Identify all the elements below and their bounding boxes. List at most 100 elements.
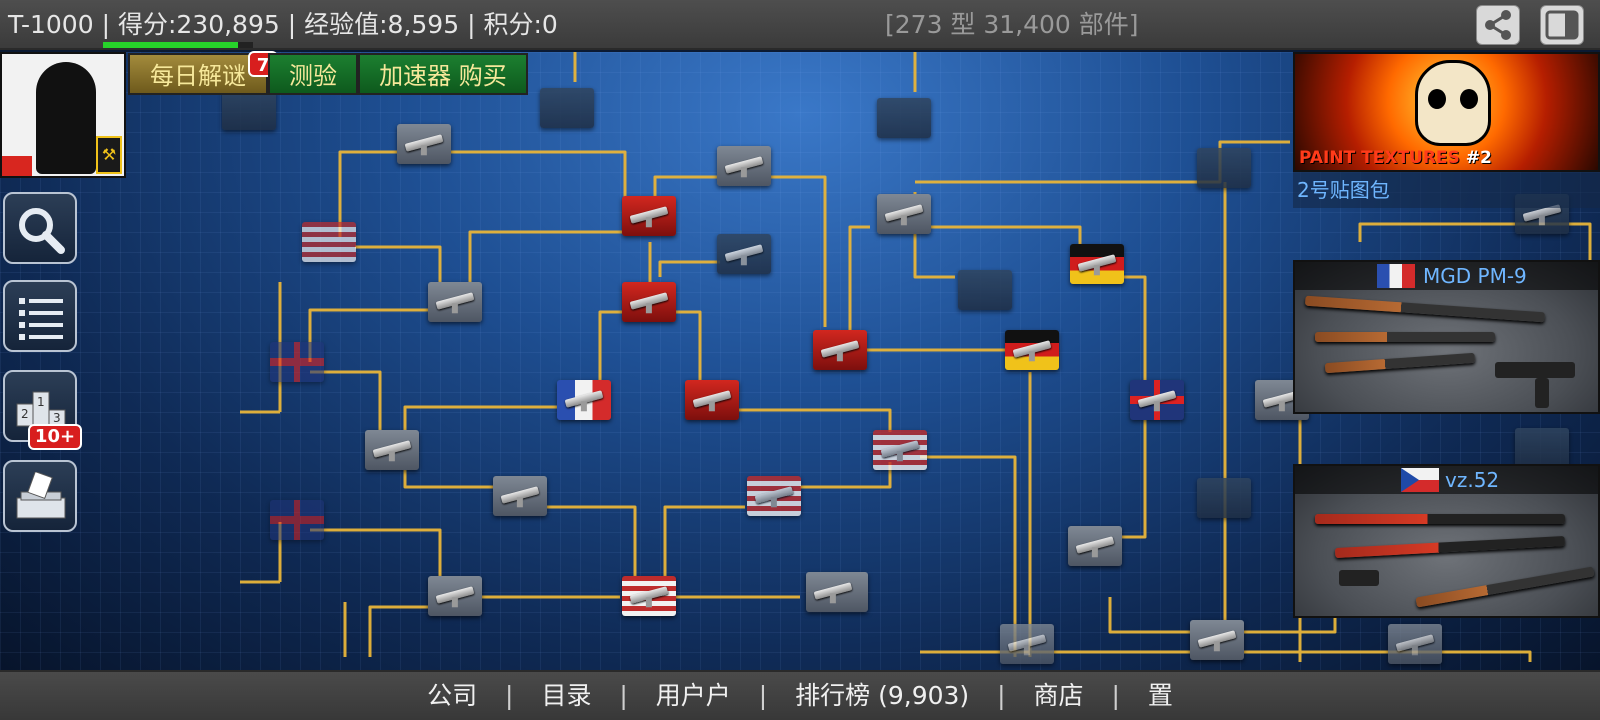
magazine-icon <box>1535 378 1549 408</box>
weapon-card-mgd-pm9[interactable]: MGD PM-9 <box>1293 260 1600 414</box>
vote-button[interactable] <box>3 460 77 532</box>
rifle-icon <box>1315 332 1495 342</box>
weapon-node-uk[interactable] <box>270 500 324 540</box>
weapon-node-locked[interactable] <box>540 88 594 128</box>
card-header <box>1295 262 1598 290</box>
svg-text:2: 2 <box>21 407 29 421</box>
weapon-node[interactable] <box>1388 624 1442 664</box>
accelerator-purchase-tab[interactable]: 加速器 购买 <box>358 53 528 95</box>
weapon-node-locked[interactable] <box>1197 148 1251 188</box>
nav-catalog[interactable]: 目录 <box>541 681 592 710</box>
weapon-node[interactable] <box>428 282 482 322</box>
rifle-icon <box>1075 536 1115 554</box>
weapon-node[interactable] <box>365 430 419 470</box>
rank-insignia-icon: ⚒ <box>96 136 122 174</box>
nav-users[interactable]: 用户户 <box>655 681 731 710</box>
search-icon <box>19 208 65 254</box>
nav-settings[interactable]: 置 <box>1147 681 1173 710</box>
rifle-icon <box>629 206 669 224</box>
weapon-node-france[interactable] <box>557 380 611 420</box>
list-button[interactable] <box>3 280 77 352</box>
weapon-node-germany[interactable] <box>1005 330 1059 370</box>
quiz-tab[interactable]: 测验 <box>268 53 358 95</box>
experience-progress-bar <box>103 42 253 48</box>
weapon-node-locked[interactable] <box>958 270 1012 310</box>
weapon-node[interactable] <box>428 576 482 616</box>
rifle-icon <box>724 244 764 262</box>
rifle-icon <box>435 292 475 310</box>
weapon-node-uk[interactable] <box>270 342 324 382</box>
leaderboard-badge: 10+ <box>28 424 82 450</box>
weapon-node[interactable] <box>493 476 547 516</box>
nav-leaderboard[interactable]: 排行榜 (9,903) <box>795 681 970 710</box>
weapon-node[interactable] <box>877 194 931 234</box>
top-status-bar: T-1000 | 得分:230,895 | 经验值:8,595 | 积分:0 [… <box>0 0 1600 50</box>
nav-shop[interactable]: 商店 <box>1033 681 1084 710</box>
weapon-node-ussr[interactable] <box>813 330 867 370</box>
rifle-icon <box>1077 254 1117 272</box>
weapon-node[interactable] <box>397 124 451 164</box>
china-flag-icon <box>2 156 32 176</box>
paint-textures-promo[interactable]: PAINT TEXTURES #2 <box>1293 52 1600 172</box>
rifle-icon <box>1334 535 1566 559</box>
daily-puzzle-label: 每日解谜 <box>150 62 246 90</box>
list-icon <box>19 298 63 340</box>
podium-icon: 213 <box>16 391 66 427</box>
weapon-node-locked[interactable] <box>1197 478 1251 518</box>
weapon-node[interactable] <box>1000 624 1054 664</box>
rifle-icon <box>629 292 669 310</box>
weapon-node-germany[interactable] <box>1070 244 1124 284</box>
nav-separator: | <box>997 681 1006 710</box>
weapon-node-ussr[interactable] <box>622 196 676 236</box>
weapon-node-usa[interactable] <box>747 476 801 516</box>
ballot-box-icon <box>16 472 66 519</box>
weapon-node-usa[interactable] <box>622 576 676 616</box>
rifle-icon <box>1007 634 1047 652</box>
weapon-node-ussr[interactable] <box>685 380 739 420</box>
side-panel-icon[interactable] <box>1540 5 1584 45</box>
rifle-icon <box>1137 390 1177 408</box>
player-stats: T-1000 | 得分:230,895 | 经验值:8,595 | 积分:0 <box>8 0 558 50</box>
svg-text:1: 1 <box>37 395 45 409</box>
weapon-node-ussr[interactable] <box>622 282 676 322</box>
player-profile[interactable]: ⚒ <box>0 52 126 178</box>
rifle-icon <box>564 390 604 408</box>
rifle-icon <box>1012 340 1052 358</box>
experience-progress-fill <box>103 42 238 48</box>
rifle-icon <box>724 156 764 174</box>
svg-text:3: 3 <box>53 411 61 425</box>
rifle-icon <box>629 586 669 604</box>
weapon-node[interactable] <box>1068 526 1122 566</box>
rifle-icon <box>820 340 860 358</box>
weapon-node-locked[interactable] <box>222 90 276 130</box>
rifle-icon <box>884 204 924 222</box>
search-button[interactable] <box>3 192 77 264</box>
weapon-node-usa[interactable] <box>873 430 927 470</box>
weapon-node-usa[interactable] <box>302 222 356 262</box>
promo-caption[interactable]: 2号贴图包 <box>1293 172 1600 208</box>
rifle-icon <box>404 134 444 152</box>
bottom-nav-items: 公司 | 目录 | 用户户 | 排行榜 (9,903) | 商店 | 置 <box>0 672 1600 720</box>
daily-puzzle-tab[interactable]: 每日解谜 7 <box>128 51 278 95</box>
nav-company[interactable]: 公司 <box>427 681 478 710</box>
weapon-node-uk[interactable] <box>1130 380 1184 420</box>
rifle-icon <box>754 486 794 504</box>
stat-separator: | <box>101 10 111 39</box>
weapon-node[interactable] <box>717 146 771 186</box>
nav-separator: | <box>505 681 514 710</box>
experience-value: 经验值:8,595 <box>304 10 460 39</box>
firing-range-node[interactable] <box>806 572 868 612</box>
france-flag-icon <box>1377 264 1415 288</box>
rifle-icon <box>1324 352 1476 374</box>
weapon-node-locked[interactable] <box>877 98 931 138</box>
weapon-node-locked[interactable] <box>717 234 771 274</box>
weapon-card-vz52[interactable]: vz.52 <box>1293 464 1600 618</box>
parts-summary: [273 型 31,400 部件] <box>885 10 1139 39</box>
player-name: T-1000 <box>8 10 94 39</box>
pistol-icon <box>1197 630 1237 648</box>
skull-icon <box>1415 60 1491 146</box>
share-icon[interactable] <box>1476 5 1520 45</box>
weapon-node-locked[interactable] <box>1515 428 1569 468</box>
weapon-node[interactable] <box>1190 620 1244 660</box>
